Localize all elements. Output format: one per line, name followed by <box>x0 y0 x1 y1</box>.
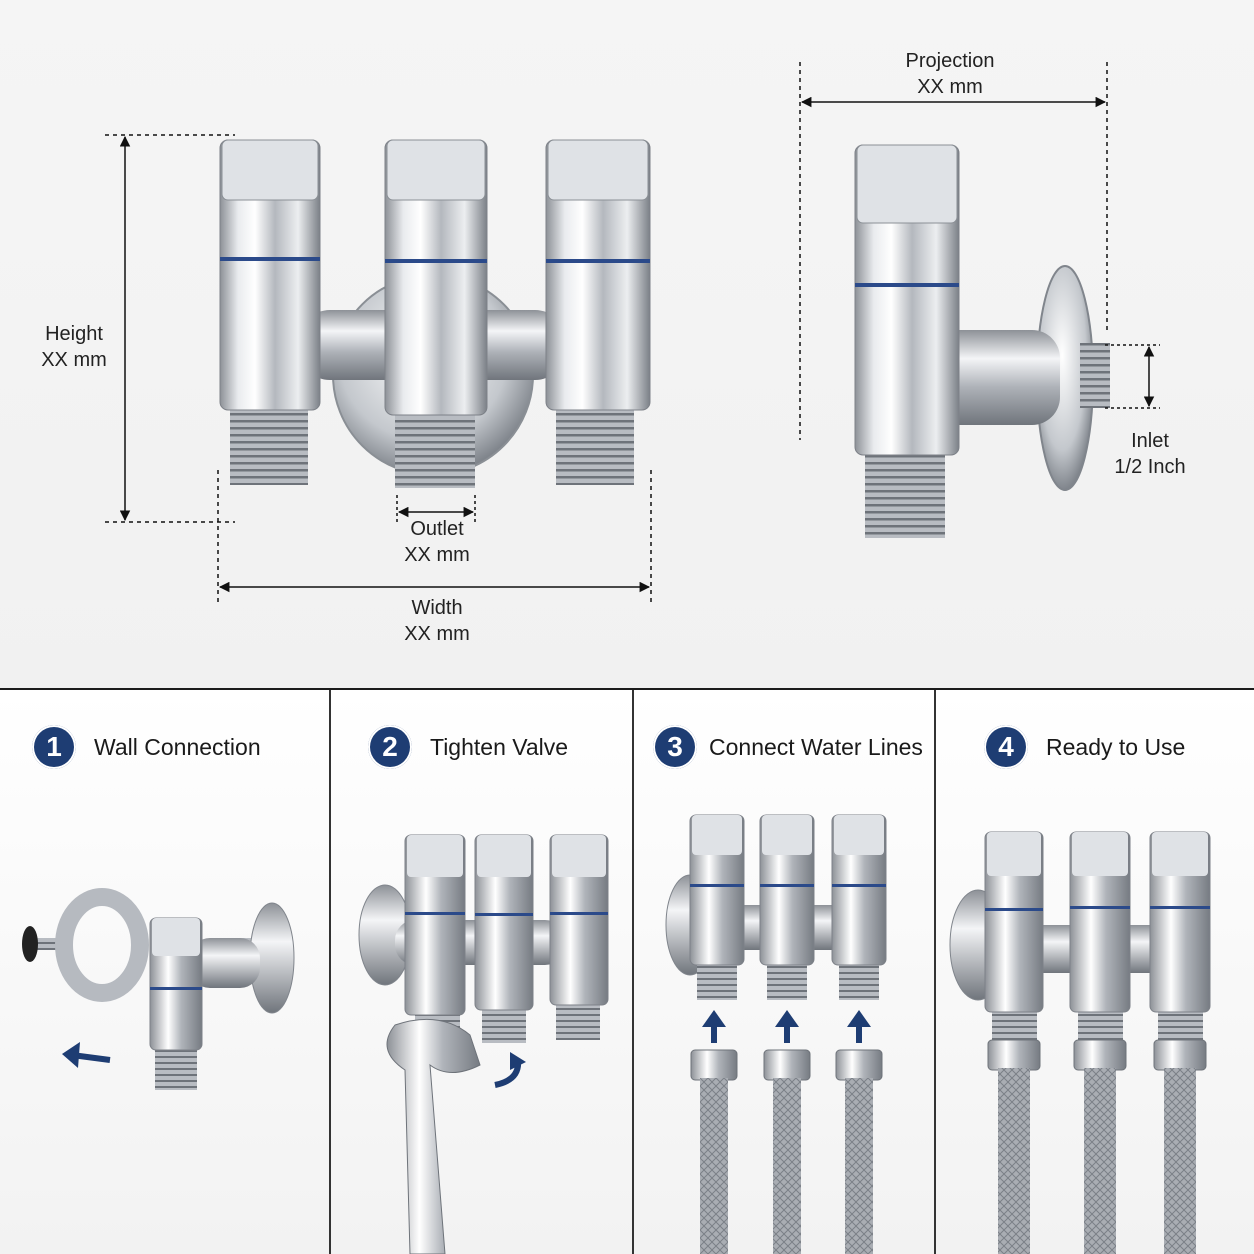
step-title: Connect Water Lines <box>709 733 923 760</box>
installation-steps-illustration <box>22 814 1211 1254</box>
projection-value: XX mm <box>917 76 983 98</box>
width-label: Width XX mm <box>337 595 537 647</box>
outlet-label: Outlet XX mm <box>357 516 517 568</box>
step-number-badge: 4 <box>984 725 1028 769</box>
width-title: Width <box>411 597 463 619</box>
projection-label: Projection XX mm <box>870 48 1030 100</box>
step4-parts <box>949 831 1211 1254</box>
section-divider <box>0 688 1254 690</box>
step-title: Tighten Valve <box>430 733 569 760</box>
step2-parts <box>358 834 609 1254</box>
outlet-value: XX mm <box>404 544 470 566</box>
step-number-badge: 1 <box>32 725 76 769</box>
triple-valve-front <box>219 139 651 488</box>
step-header-2: 2 Tighten Valve <box>368 724 568 770</box>
step-header-4: 4 Ready to Use <box>984 724 1185 770</box>
dimension-lines <box>105 62 1160 605</box>
height-title: Height <box>45 323 103 345</box>
outlet-title: Outlet <box>410 518 464 540</box>
step-header-3: 3 Connect Water Lines <box>653 724 923 770</box>
panel-divider <box>329 690 331 1254</box>
inlet-title: Inlet <box>1131 430 1169 452</box>
panel-divider <box>934 690 936 1254</box>
step-header-1: 1 Wall Connection <box>32 724 261 770</box>
width-value: XX mm <box>404 623 470 645</box>
step-number-badge: 2 <box>368 725 412 769</box>
panel-divider <box>632 690 634 1254</box>
dimension-drawing <box>105 62 1160 605</box>
step-number-badge: 3 <box>653 725 697 769</box>
step-title: Ready to Use <box>1046 733 1186 760</box>
single-valve-side <box>854 144 1110 538</box>
step-title: Wall Connection <box>94 733 261 760</box>
height-label: Height XX mm <box>20 321 128 373</box>
inlet-label: Inlet 1/2 Inch <box>1090 428 1210 480</box>
step3-parts <box>665 814 887 1254</box>
step1-parts <box>22 888 295 1090</box>
height-value: XX mm <box>41 349 107 371</box>
projection-title: Projection <box>905 50 995 72</box>
inlet-value: 1/2 Inch <box>1114 456 1186 478</box>
